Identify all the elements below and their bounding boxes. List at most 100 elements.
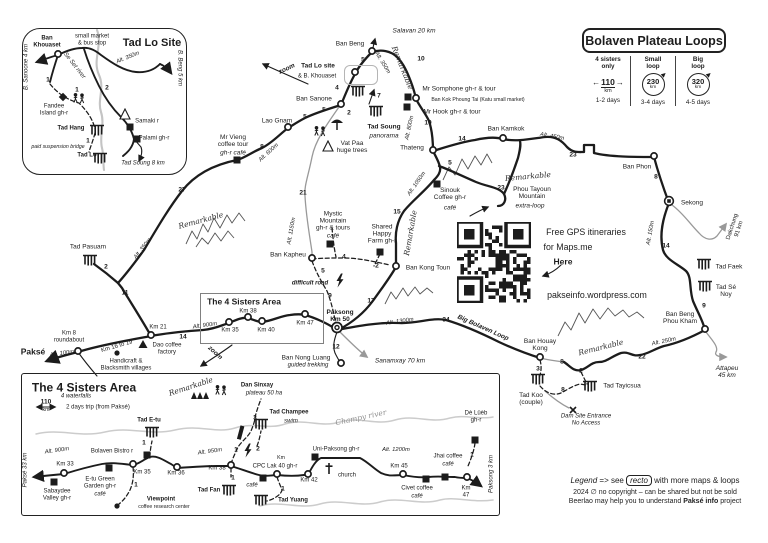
- se-set-river: [95, 28, 106, 172]
- village-node: [649, 148, 659, 166]
- credit-bold: Paksé info: [683, 497, 719, 505]
- label-tad-yuang: Tad Yuang: [278, 497, 308, 504]
- village-node: [146, 327, 156, 345]
- label-remarkable: Remarkable: [389, 44, 416, 91]
- guesthouse-marker: [105, 459, 113, 477]
- village-node: [224, 314, 234, 332]
- label-1: 1: [281, 485, 285, 493]
- label-alt-150m: Alt. 150m: [645, 220, 656, 246]
- hikers-icon: [313, 124, 327, 142]
- label-km-33: Km 33: [56, 461, 74, 468]
- label-b-sanoone-4-km: B. Sanoone 4 km: [23, 43, 30, 91]
- village-node: [700, 321, 710, 339]
- legend-line: Legend => see recto with more maps & loo…: [552, 475, 758, 486]
- label-thateng: Thateng: [400, 144, 424, 152]
- label-difficult-road: difficult road: [291, 280, 329, 287]
- label-alt-600m: Alt. 600m: [257, 142, 280, 164]
- label-km-16-to-19: Km 16 to 19: [100, 339, 134, 355]
- label-9: 9: [328, 292, 332, 300]
- label-remarkable: Remarkable: [504, 169, 552, 183]
- label-ban-houay-kong: Ban Houay Kong: [523, 337, 557, 352]
- label-21: 21: [299, 189, 307, 197]
- village-node: [411, 90, 421, 108]
- label-1: 1: [86, 137, 90, 145]
- label-alt-1150m: Alt. 1150m: [286, 217, 298, 245]
- village-node: [73, 343, 83, 361]
- label-tad-lo-site: Tad Lo Site: [122, 36, 182, 49]
- label-alt-800m: Alt. 800m: [404, 115, 416, 141]
- label-ban-kamkok: Ban Kamkok: [487, 125, 525, 133]
- label-km-47: Km 47: [296, 320, 314, 327]
- legend-mid: => see: [599, 476, 624, 485]
- label-tad-faek: Tad Faek: [715, 263, 743, 271]
- poi-dot: [114, 343, 120, 361]
- map-title-text: Bolaven Plateau Loops: [585, 33, 723, 48]
- label-caf: café: [443, 204, 457, 212]
- village-node: [226, 457, 236, 475]
- waterfall-icon: [350, 84, 366, 103]
- four-sisters-inset-frame: [21, 373, 500, 516]
- guesthouse-marker: [126, 118, 134, 136]
- guesthouse-marker: [311, 448, 319, 466]
- label-tad-lo-site: Tad Lo site: [301, 62, 335, 70]
- village-node: [350, 64, 360, 82]
- hikers-icon: [72, 91, 86, 109]
- legend-suffix: with more maps & loops: [654, 476, 740, 485]
- gate-icon: [235, 425, 246, 445]
- label-lao-gnam: Lao Gnam: [261, 117, 293, 125]
- label-17: 17: [367, 297, 375, 305]
- label-tad-hang: Tad Hang: [57, 125, 85, 132]
- guesthouse-marker: [433, 175, 441, 193]
- credit-suffix: project: [720, 497, 742, 505]
- label-8: 8: [260, 143, 264, 151]
- label-8: 8: [560, 358, 564, 366]
- village-node: [283, 119, 293, 137]
- label-remarkable: Remarkable: [577, 337, 625, 358]
- label-1: 1: [46, 76, 50, 84]
- waterfall-icon: [697, 279, 713, 298]
- label-15: 15: [393, 208, 401, 216]
- label-tad-champee: Tad Champee: [269, 409, 309, 416]
- guesthouse-marker: [50, 473, 58, 491]
- label-tad-pasuam: Tad Pasuam: [69, 243, 107, 251]
- waterfall-icon: [530, 372, 546, 391]
- label-tad-lo: Tad Lo: [77, 152, 97, 159]
- label-4: 4: [335, 84, 339, 92]
- label-panorama: panorama: [369, 132, 399, 140]
- label-alt-450m: Alt. 450m: [539, 131, 565, 142]
- label-ban-khouaset: Ban Khouaset: [33, 35, 61, 48]
- label-1: 1: [231, 474, 235, 482]
- label-14: 14: [458, 135, 466, 143]
- label-14: 14: [179, 333, 187, 341]
- label-caf: café: [411, 493, 423, 500]
- label-samaki-r: Samaki r: [135, 118, 159, 125]
- label-caf: café: [94, 491, 106, 498]
- village-node: [428, 142, 438, 160]
- label-attapeu-45-km: Attapeu 45 km: [715, 364, 739, 379]
- label-km-47: Km 47: [461, 485, 471, 498]
- label-km-35: Km 35: [221, 327, 239, 334]
- label-caf: café: [246, 482, 258, 489]
- label-km-40: Km 40: [257, 327, 275, 334]
- label-12: 12: [332, 343, 340, 351]
- label-23: 23: [497, 184, 505, 192]
- tad-lo-highlight-frame: [344, 65, 378, 85]
- recto-badge: recto: [626, 475, 652, 486]
- label-paks-33-km: Paksé 33 km: [22, 452, 29, 488]
- guesthouse-marker: [441, 468, 449, 486]
- label-alt-1200m: Alt. 1200m: [382, 446, 410, 453]
- label-2: 2: [256, 445, 260, 453]
- village-node: [257, 313, 267, 331]
- label-here: Here: [553, 256, 573, 267]
- hikers-icon: [214, 383, 228, 401]
- label-8: 8: [561, 386, 565, 394]
- label-mr-hook-gh-r-tour: Mr Hook gh-r & tour: [423, 108, 481, 116]
- double-arrow-icon: ←110→: [592, 77, 624, 88]
- label-9: 9: [702, 302, 706, 310]
- label-tad-fan: Tad Fan: [197, 487, 221, 494]
- label-alt-1050m: Alt. 1050m: [406, 170, 428, 197]
- church-cross-icon: [325, 461, 334, 479]
- label-salavan-20-km: Salavan 20 km: [392, 27, 436, 35]
